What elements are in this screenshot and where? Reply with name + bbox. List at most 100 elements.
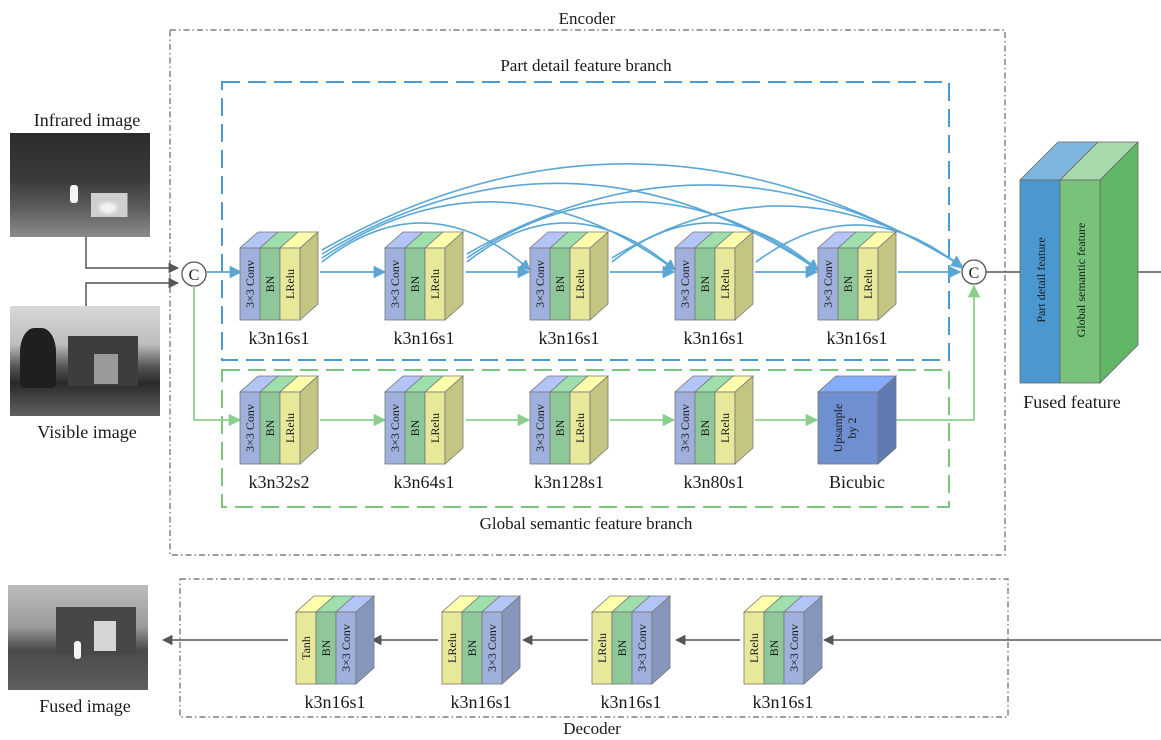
layer-label: BN (263, 419, 277, 436)
skip-arc (321, 201, 676, 271)
layer-label: 3×3 Conv (243, 404, 257, 452)
layer-side-face (651, 595, 671, 685)
layer-side-face (444, 375, 464, 465)
layer-label: BN (465, 639, 479, 656)
layer-label: LRelu (283, 269, 297, 299)
layer-label: 3×3 Conv (821, 260, 835, 308)
layer-side-face (877, 231, 897, 321)
layer-label: LRelu (718, 413, 732, 443)
infrared-person (70, 185, 78, 203)
skip-arc (321, 182, 819, 271)
block-caption: k3n16s1 (752, 692, 813, 712)
fused-image-label: Fused image (39, 696, 131, 716)
layer-label: 3×3 Conv (485, 624, 499, 672)
fused-door (94, 621, 116, 651)
semantic-arrow-in (193, 286, 242, 427)
encoder-title: Encoder (559, 9, 616, 28)
layer-label: 3×3 Conv (533, 404, 547, 452)
layer-label: LRelu (428, 269, 442, 299)
layer-label: BN (615, 639, 629, 656)
layer-label: 3×3 Conv (339, 624, 353, 672)
skip-arc (321, 222, 531, 271)
fused-feature-label: Fused feature (1023, 392, 1120, 412)
layer-label: BN (698, 419, 712, 436)
block-caption: k3n16s1 (248, 328, 309, 348)
decoder-conv-block: LRelu BN 3×3 Conv k3n16s1 (440, 595, 522, 712)
layer-label: LRelu (861, 269, 875, 299)
visible-door (94, 354, 118, 384)
layer-label: BN (553, 275, 567, 292)
upsample-front-face (817, 391, 879, 465)
block-caption: k3n16s1 (450, 692, 511, 712)
visible-tree (20, 328, 56, 388)
block-caption: k3n16s1 (393, 328, 454, 348)
layer-label: 3×3 Conv (533, 260, 547, 308)
semantic-branch-title: Global semantic feature branch (480, 514, 693, 533)
block-caption: k3n16s1 (538, 328, 599, 348)
layer-label: Tanh (299, 636, 313, 660)
layer-side-face (803, 595, 823, 685)
layer-label: LRelu (595, 633, 609, 663)
layer-side-face (444, 231, 464, 321)
layer-side-face (734, 375, 754, 465)
layer-label: BN (553, 419, 567, 436)
semantic-branch-frame (221, 369, 950, 508)
layer-label: LRelu (747, 633, 761, 663)
concat-node-output: C (961, 259, 987, 285)
skip-arc (466, 201, 819, 271)
layer-label: BN (263, 275, 277, 292)
layer-label: 3×3 Conv (678, 260, 692, 308)
fused-part-label: Part detail feature (1034, 237, 1048, 322)
block-caption: k3n16s1 (683, 328, 744, 348)
layer-label: 3×3 Conv (635, 624, 649, 672)
block-caption: k3n32s2 (248, 472, 309, 492)
layer-label: LRelu (718, 269, 732, 299)
fused-image (8, 585, 148, 690)
block-caption: k3n80s1 (683, 472, 744, 492)
decoder-conv-block: LRelu BN 3×3 Conv k3n16s1 (590, 595, 672, 712)
detail-conv-block: 3×3 Conv BN LRelu k3n16s1 (673, 231, 755, 348)
skip-arc (466, 222, 676, 271)
layer-label: 3×3 Conv (388, 404, 402, 452)
layer-label: LRelu (573, 413, 587, 443)
semantic-conv-block: 3×3 Conv BN LRelu k3n64s1 (383, 375, 465, 492)
block-caption: k3n128s1 (534, 472, 604, 492)
upsample-label: Upsample (831, 404, 845, 453)
layer-label: LRelu (445, 633, 459, 663)
concat-input-symbol: C (189, 267, 200, 284)
block-caption: k3n16s1 (304, 692, 365, 712)
layer-side-face (589, 375, 609, 465)
upsample-side-face (877, 375, 897, 465)
layer-label: LRelu (283, 413, 297, 443)
layer-side-face (501, 595, 521, 685)
upsample-caption: Bicubic (829, 472, 885, 492)
skip-arc (755, 224, 963, 269)
semantic-conv-block: 3×3 Conv BN LRelu k3n128s1 (528, 375, 610, 492)
upsample-label: by 2 (845, 418, 859, 439)
infrared-label: Infrared image (34, 110, 140, 130)
fused-feature-tensor: Part detail feature Global semantic feat… (1019, 141, 1139, 384)
semantic-conv-block: 3×3 Conv BN LRelu k3n32s2 (238, 375, 320, 492)
block-caption: k3n64s1 (393, 472, 454, 492)
dense-skip-connections (321, 163, 963, 271)
layer-label: LRelu (428, 413, 442, 443)
concat-node-input: C (181, 261, 207, 287)
layer-label: BN (841, 275, 855, 292)
layer-label: 3×3 Conv (787, 624, 801, 672)
layer-label: 3×3 Conv (388, 260, 402, 308)
encoder-frame (169, 29, 1006, 556)
layer-side-face (589, 231, 609, 321)
layer-label: LRelu (573, 269, 587, 299)
layer-label: BN (319, 639, 333, 656)
layer-label: BN (698, 275, 712, 292)
decoder-conv-block: Tanh BN 3×3 Conv k3n16s1 (294, 595, 376, 712)
layer-side-face (734, 231, 754, 321)
layer-label: BN (408, 419, 422, 436)
block-caption: k3n16s1 (600, 692, 661, 712)
visible-label: Visible image (37, 422, 136, 442)
